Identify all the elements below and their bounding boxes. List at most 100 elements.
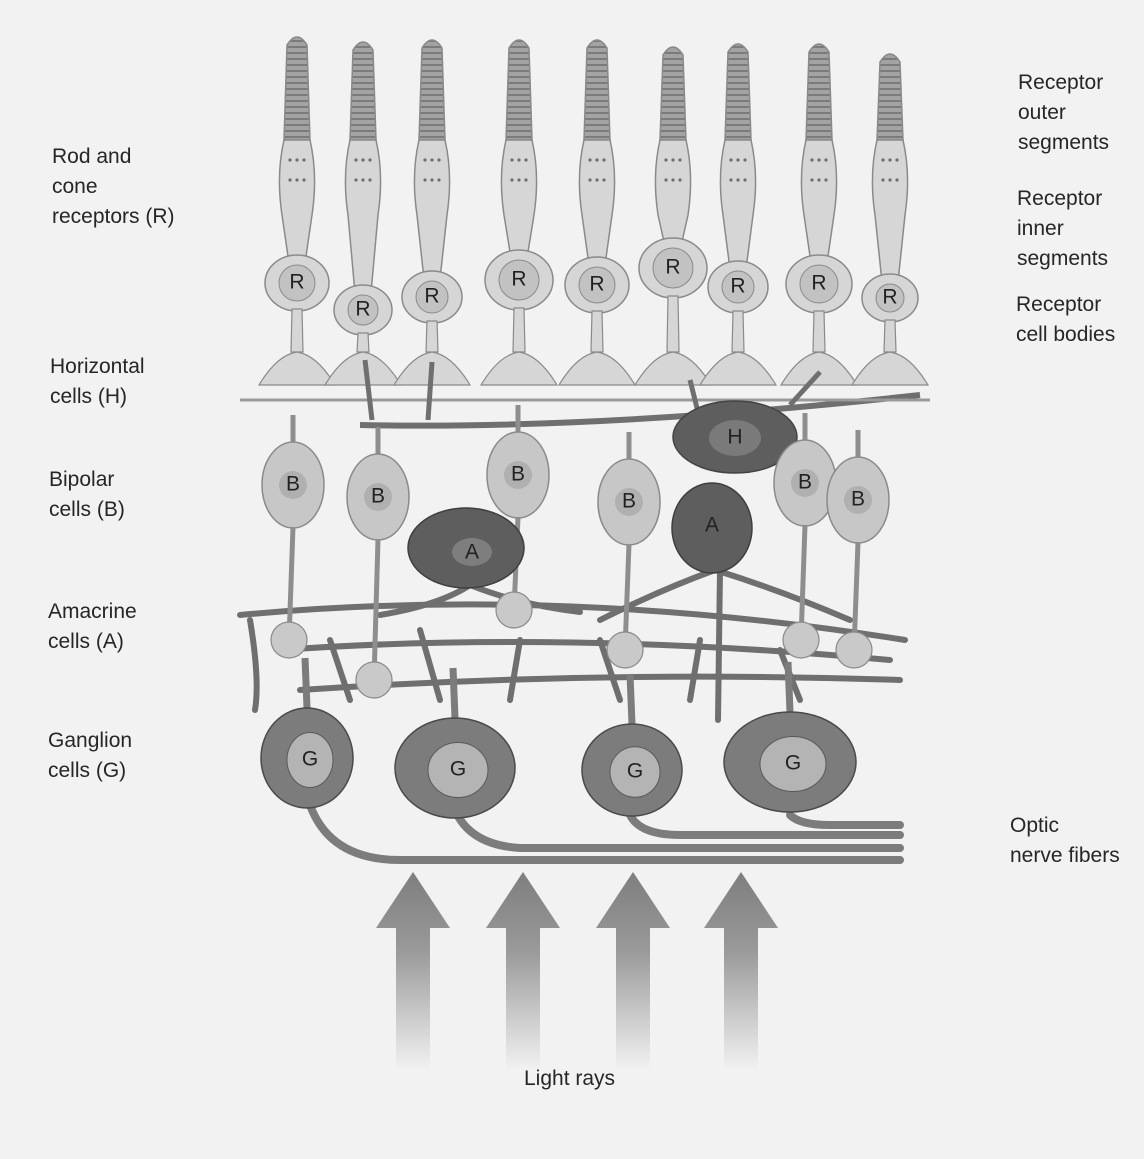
receptor-terminal xyxy=(259,352,335,385)
receptor-granule xyxy=(888,158,891,161)
light-ray-arrow xyxy=(596,872,670,1070)
bipolar-synaptic-terminal xyxy=(836,632,872,668)
receptor-outer-segment xyxy=(806,44,832,140)
label-optic-nerve-fibers: Optic nerve fibers xyxy=(1010,811,1120,871)
receptor-granule xyxy=(524,158,527,161)
receptor-letter: R xyxy=(289,271,304,294)
ganglion-cell: G xyxy=(582,674,682,816)
receptor-axon xyxy=(667,296,679,352)
receptor-inner-segment xyxy=(655,140,690,246)
receptor-granule xyxy=(602,178,605,181)
receptor-granule xyxy=(354,158,357,161)
receptor-granule xyxy=(368,178,371,181)
optic-nerve-fiber xyxy=(790,815,900,825)
rod-cone-receptor: R xyxy=(394,40,470,385)
ganglion-dendrite xyxy=(788,662,790,712)
receptor-inner-segment xyxy=(501,140,536,258)
receptor-granule xyxy=(664,158,667,161)
receptor-granule xyxy=(295,158,298,161)
receptor-granule xyxy=(588,158,591,161)
receptor-granule xyxy=(743,178,746,181)
rod-cone-receptor: R xyxy=(700,44,776,385)
receptor-granule xyxy=(671,158,674,161)
receptor-letter: R xyxy=(355,298,370,321)
bipolar-letter: B xyxy=(286,473,300,496)
ganglion-letter: G xyxy=(627,760,643,783)
bipolar-letter: B xyxy=(622,490,636,513)
receptor-granule xyxy=(288,158,291,161)
receptor-outer-segment xyxy=(506,40,532,140)
bipolar-letter: B xyxy=(511,463,525,486)
receptor-outer-segment xyxy=(584,40,610,140)
rod-cone-receptor: R xyxy=(781,44,857,385)
receptor-granule xyxy=(602,158,605,161)
receptor-granule xyxy=(729,178,732,181)
receptor-granule xyxy=(288,178,291,181)
receptor-granule xyxy=(595,158,598,161)
bipolar-cell: B xyxy=(598,432,660,668)
receptor-granule xyxy=(736,158,739,161)
rod-cone-receptor: R xyxy=(325,42,401,385)
label-bipolar-cells: Bipolar cells (B) xyxy=(49,465,125,525)
bipolar-synaptic-terminal xyxy=(607,632,643,668)
rod-cone-receptor: R xyxy=(635,47,711,385)
receptor-granule xyxy=(824,178,827,181)
receptor-inner-segment xyxy=(345,140,380,293)
receptor-granule xyxy=(295,178,298,181)
rod-cone-receptor: R xyxy=(481,40,557,385)
receptor-granule xyxy=(895,178,898,181)
ganglion-letter: G xyxy=(302,748,318,771)
receptor-outer-segment xyxy=(419,40,445,140)
receptor-granule xyxy=(302,178,305,181)
ganglion-cell: G xyxy=(261,658,353,808)
receptor-granule xyxy=(736,178,739,181)
ganglion-cell: G xyxy=(724,662,856,812)
rod-cone-receptor: R xyxy=(259,37,335,385)
receptor-granule xyxy=(437,158,440,161)
receptor-granule xyxy=(678,178,681,181)
receptor-axon xyxy=(426,321,438,352)
receptor-granule xyxy=(678,158,681,161)
receptor-terminal xyxy=(325,352,401,385)
receptor-outer-segment xyxy=(877,54,903,140)
receptor-axon xyxy=(591,311,603,352)
horizontal-letter: H xyxy=(727,426,742,449)
receptor-axon xyxy=(884,320,896,352)
ganglion-letter: G xyxy=(450,758,466,781)
ganglion-dendrite xyxy=(305,658,307,708)
bipolar-cell: B xyxy=(262,415,324,658)
receptor-granule xyxy=(888,178,891,181)
receptor-granule xyxy=(302,158,305,161)
receptor-granule xyxy=(671,178,674,181)
ganglion-dendrite xyxy=(630,674,632,724)
light-ray-arrow xyxy=(486,872,560,1070)
label-light-rays: Light rays xyxy=(524,1064,615,1094)
label-horizontal-cells: Horizontal cells (H) xyxy=(50,352,145,412)
receptor-granule xyxy=(510,178,513,181)
light-ray-arrow xyxy=(376,872,450,1070)
receptor-granule xyxy=(354,178,357,181)
receptor-axon xyxy=(732,311,744,352)
rod-cone-receptor: R xyxy=(559,40,635,385)
receptor-granule xyxy=(368,158,371,161)
receptor-granule xyxy=(817,158,820,161)
receptor-granule xyxy=(361,158,364,161)
receptor-granule xyxy=(430,178,433,181)
receptor-terminal xyxy=(481,352,557,385)
receptor-axon xyxy=(357,333,369,352)
receptor-granule xyxy=(810,178,813,181)
ganglion-dendrite xyxy=(453,668,455,718)
receptor-granule xyxy=(595,178,598,181)
receptor-terminal xyxy=(852,352,928,385)
light-ray-arrow xyxy=(704,872,778,1070)
bipolar-letter: B xyxy=(798,471,812,494)
receptor-letter: R xyxy=(882,286,897,309)
receptor-granule xyxy=(729,158,732,161)
bipolar-axon xyxy=(374,539,378,680)
receptor-terminal xyxy=(781,352,857,385)
bipolar-synaptic-terminal xyxy=(271,622,307,658)
receptor-axon xyxy=(813,311,825,352)
receptor-granule xyxy=(437,178,440,181)
plexiform-branch xyxy=(250,620,257,710)
